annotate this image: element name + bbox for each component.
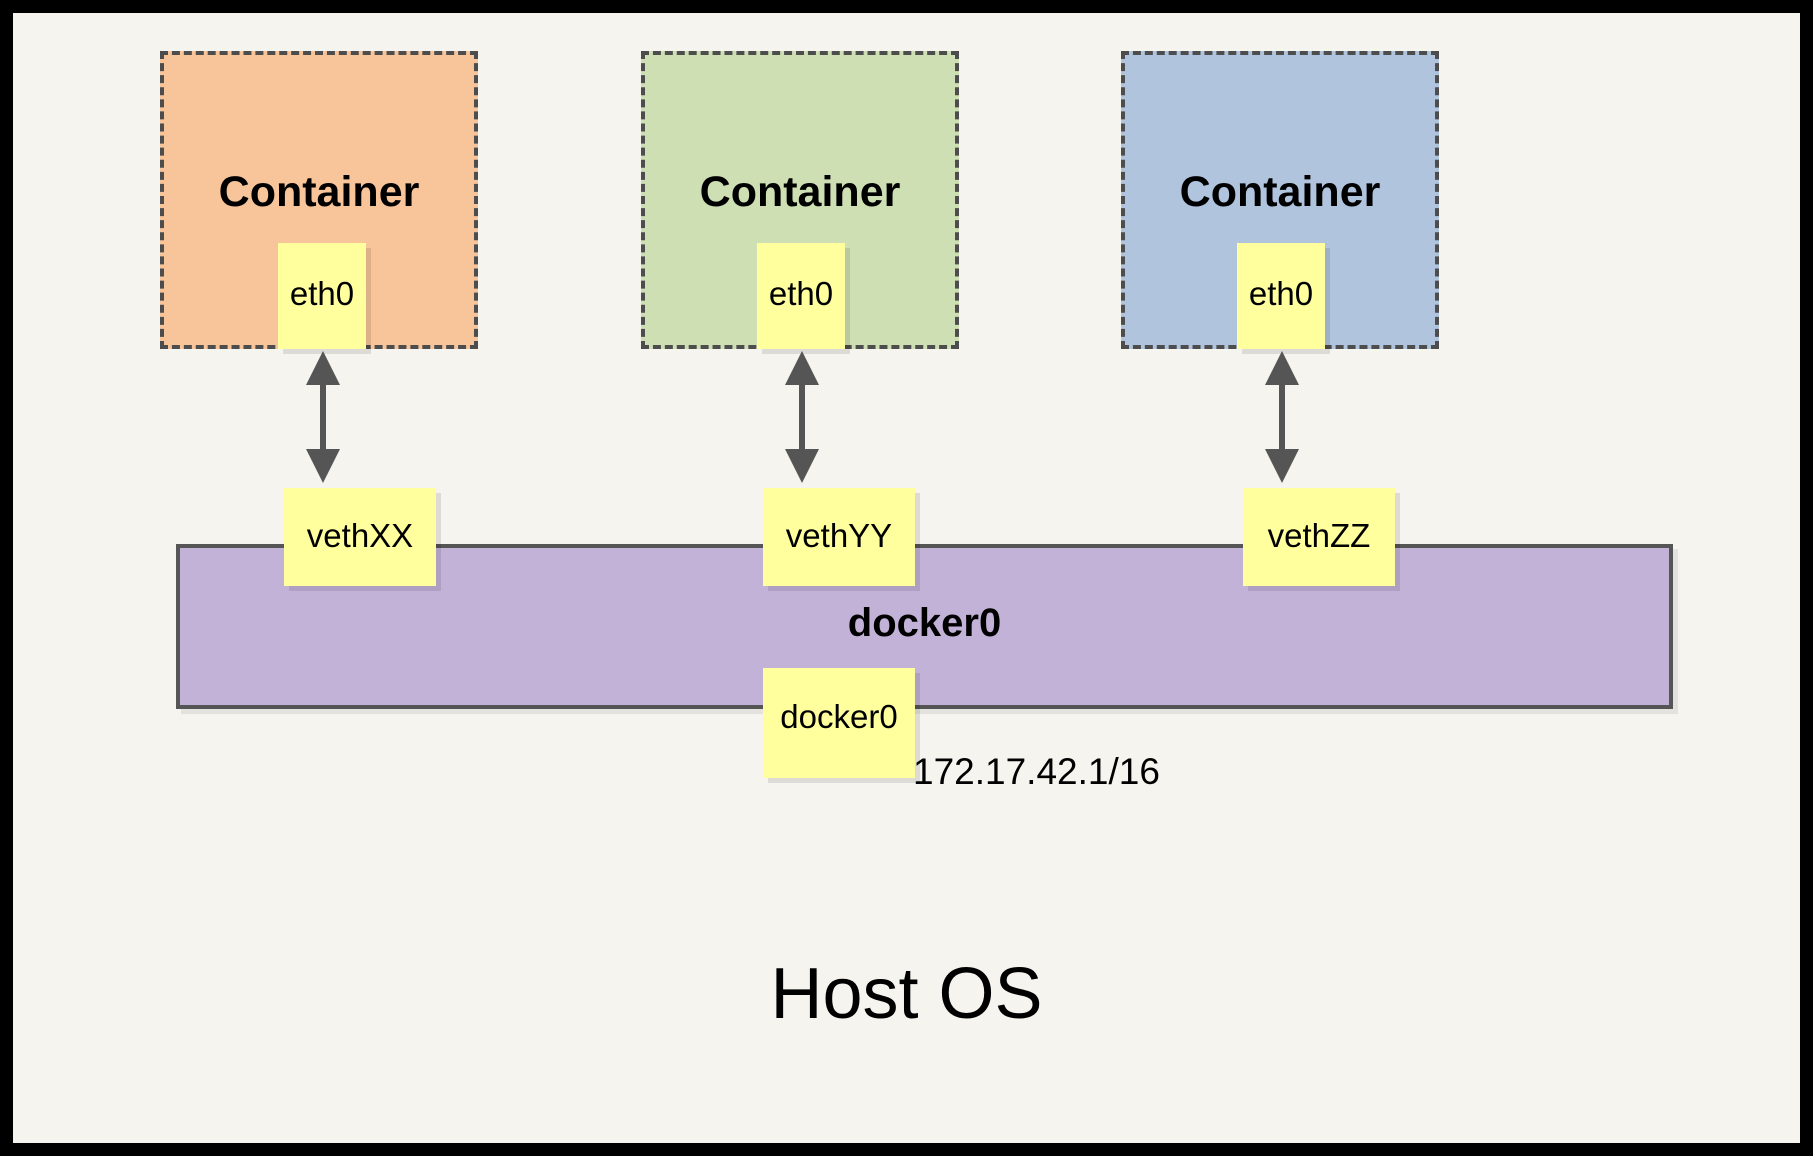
container-title-3: Container (1179, 168, 1381, 216)
eth0-note-3-label: eth0 (1248, 275, 1314, 312)
host-os-label: Host OS (770, 954, 1043, 1034)
docker0-ip-label: 172.17.42.1/16 (913, 751, 1160, 792)
eth0-note-2: eth0 (757, 243, 845, 349)
eth0-note-3: eth0 (1237, 243, 1325, 349)
veth-note-3: vethZZ (1243, 488, 1395, 586)
docker0-interface-note-label: docker0 (780, 698, 898, 735)
container-title-1: Container (218, 168, 420, 216)
link-arrow-3 (1265, 351, 1299, 483)
veth-note-2: vethYY (763, 488, 915, 586)
eth0-note-1-label: eth0 (289, 275, 355, 312)
veth-note-3-label: vethZZ (1267, 517, 1371, 554)
docker0-interface-note: docker0 (763, 668, 915, 778)
eth0-note-2-label: eth0 (768, 275, 834, 312)
link-arrow-1 (306, 351, 340, 483)
eth0-note-1: eth0 (278, 243, 366, 349)
veth-note-2-label: vethYY (785, 517, 893, 554)
link-arrow-2 (785, 351, 819, 483)
container-title-2: Container (699, 168, 901, 216)
docker0-bridge-title: docker0 (847, 601, 1002, 645)
veth-note-1: vethXX (284, 488, 436, 586)
veth-note-1-label: vethXX (306, 517, 414, 554)
